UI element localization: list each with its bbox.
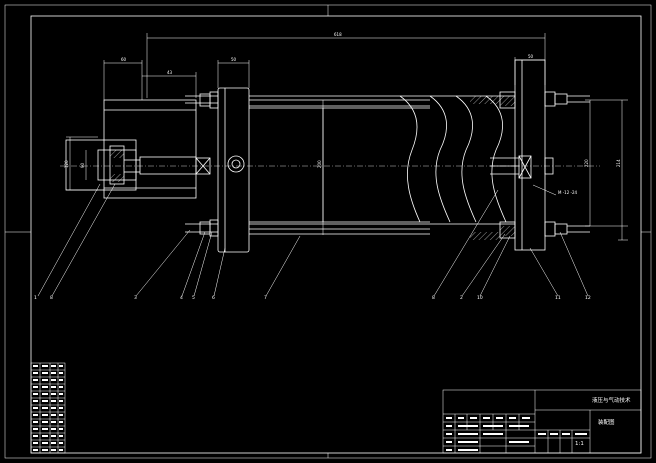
barrel-wall-top-hatch (470, 96, 500, 104)
balloon-8: 8 (432, 295, 435, 301)
dimension-texts: 618 60 43 50 50 120 90 200 220 214 M -12… (64, 32, 621, 195)
parts-list (30, 362, 66, 454)
coupling-hatch (110, 150, 124, 158)
dim-left-c: 50 (231, 57, 237, 62)
tie-rods (185, 91, 515, 237)
dim-left-b: 43 (167, 70, 173, 75)
right-seal-hatch-2 (500, 226, 515, 236)
dim-left-a: 60 (121, 57, 127, 62)
dimension-lines (66, 33, 628, 241)
parts-list-text-marks (33, 365, 63, 451)
dim-left-vert-1: 120 (64, 160, 69, 168)
balloon-11: 11 (555, 295, 561, 301)
left-housing (103, 99, 197, 199)
right-end-cap (490, 59, 554, 251)
balloon-12: 12 (585, 295, 591, 301)
dim-center-vert: 200 (317, 160, 322, 168)
dim-right-vert-1: 220 (584, 159, 589, 167)
leader-lines (37, 183, 589, 297)
balloon-1: 1 (34, 295, 37, 301)
title-block (442, 389, 642, 454)
balloon-6: 6 (212, 295, 215, 301)
balloon-4: 4 (180, 295, 183, 301)
shaft-coupling (65, 139, 197, 191)
balloon-10: 10 (477, 295, 483, 301)
balloon-labels: 1 8 3 4 5 6 7 8 2 10 11 12 (34, 295, 591, 301)
title-company: 液压与气动技术 (592, 396, 631, 404)
barrel-wall-bottom-hatch (470, 232, 500, 240)
coupling-hatch-2 (110, 174, 124, 182)
balloon-3: 3 (134, 295, 137, 301)
thread-note: M -12 -24 (558, 190, 578, 195)
centering-marks (5, 5, 651, 458)
balloon-7: 7 (264, 295, 267, 301)
title-scale: 1:1 (575, 441, 584, 447)
balloon-9: 2 (460, 295, 463, 301)
dim-right-top: 50 (528, 54, 534, 59)
left-nut (195, 157, 211, 175)
title-block-marks (446, 417, 587, 451)
cylinder-barrel (249, 95, 507, 223)
title-drawing-name: 装配图 (598, 418, 615, 426)
balloon-5: 5 (192, 295, 195, 301)
dim-overall-length: 618 (334, 32, 342, 37)
right-tie-rod-ends (544, 91, 590, 237)
left-end-cap (217, 87, 250, 253)
balloon-2: 8 (50, 295, 53, 301)
sheet-inner-frame (30, 15, 642, 454)
dim-right-vert-2: 214 (616, 159, 621, 167)
right-seal-hatch (500, 96, 515, 106)
dim-left-vert-2: 90 (80, 162, 85, 168)
